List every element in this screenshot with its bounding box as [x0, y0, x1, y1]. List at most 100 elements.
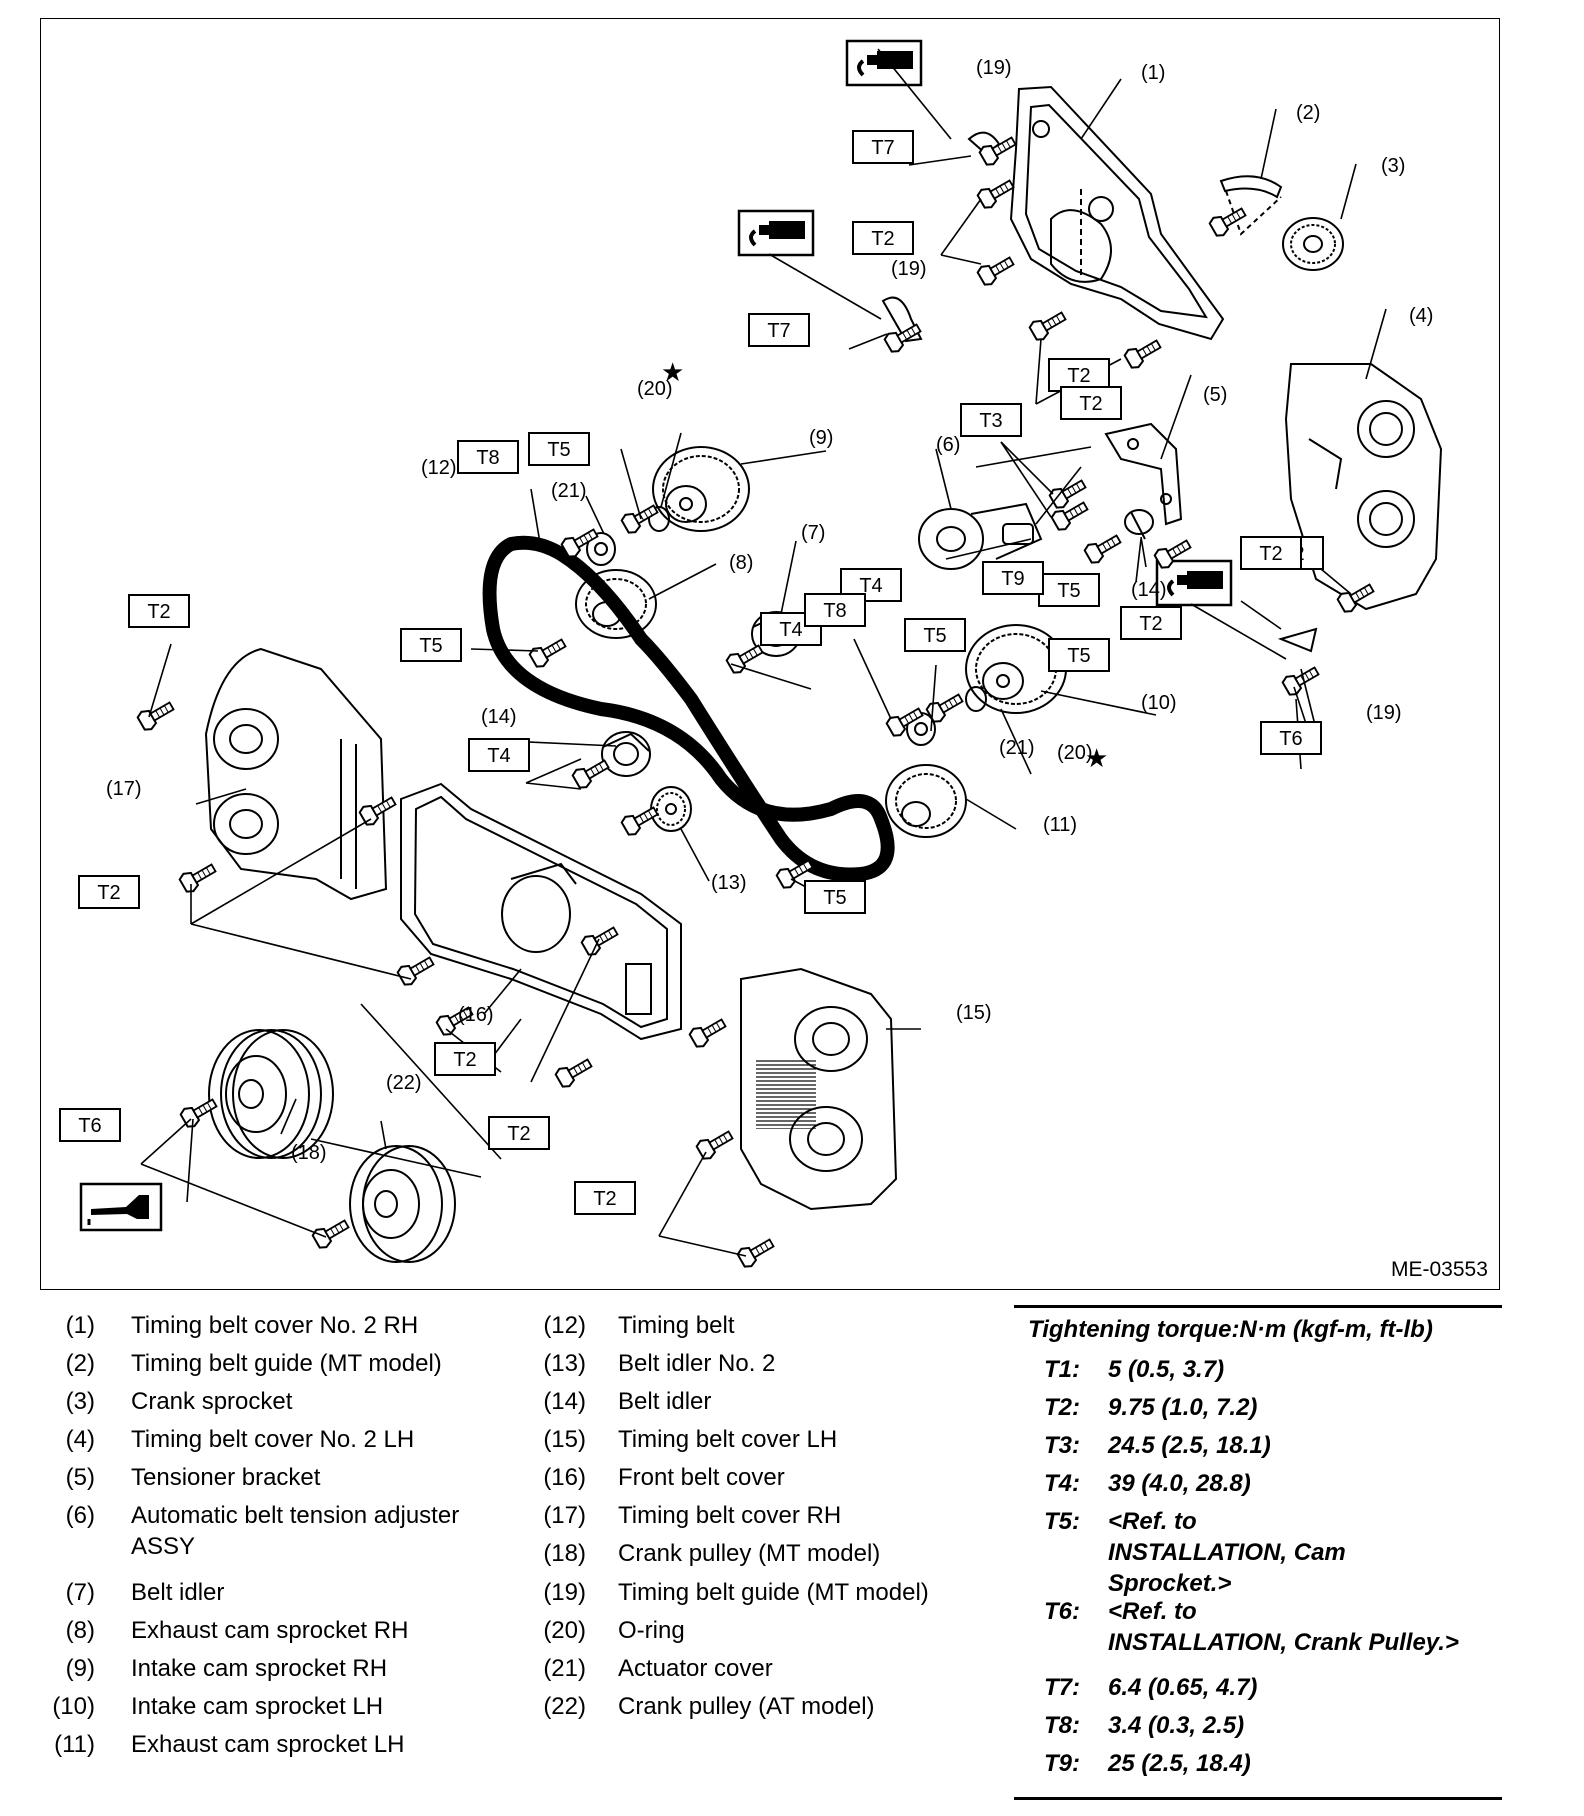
leader-line [1000, 441, 1054, 495]
leader-line [1000, 441, 1052, 518]
torque-code: T2: [1044, 1394, 1080, 1421]
legend-part-name: Timing belt guide (MT model) [618, 1579, 929, 1606]
callouts: (19)(1)(2)(3)(4)(5)(6)(7)(8)(9)(10)(11)(… [106, 57, 1433, 1164]
leader-line [768, 253, 882, 320]
leader-line [530, 488, 542, 550]
torque-code: T4: [1044, 1470, 1080, 1497]
callout-6: (6) [936, 434, 960, 456]
leader-line [1035, 338, 1042, 405]
torque-tag-label: T2 [1139, 613, 1162, 635]
bolt [1048, 479, 1087, 509]
legend-number: (18) [543, 1540, 586, 1567]
callout-14: (14) [1131, 579, 1167, 601]
callout-17: (17) [106, 778, 142, 800]
leader-line [525, 782, 582, 790]
bolt [688, 1018, 727, 1048]
intake-cam-sprocket-rh-9 [652, 446, 750, 532]
legend-part-name: Timing belt cover No. 2 LH [131, 1426, 415, 1453]
bolt [725, 644, 764, 674]
torque-code: T9: [1044, 1750, 1080, 1777]
torque-tag-label: T8 [476, 447, 499, 469]
callout-16: (16) [458, 1004, 494, 1026]
leader-line [1300, 668, 1317, 730]
leader-line [1190, 603, 1287, 660]
torque-tag-t2: T2 [488, 1116, 550, 1150]
legend-number: (13) [543, 1350, 586, 1377]
torque-tag-t5: T5 [904, 618, 966, 652]
tensioner-bracket-5 [1104, 422, 1183, 526]
sealant-icon [1155, 559, 1233, 607]
callout-22: (22) [386, 1072, 422, 1094]
leader-line [877, 48, 952, 140]
torque-tag-label: T6 [78, 1115, 101, 1137]
torque-tag-label: T2 [1067, 365, 1090, 387]
torque-tags: T7T2T2T7T2T2T2T2T2T3T4T5T5T6T5T5T5T4T8T8… [59, 130, 1324, 1215]
leader-line [483, 968, 522, 1015]
legend-part-name: Belt idler No. 2 [618, 1350, 776, 1377]
leader-line [530, 938, 600, 1083]
bolt [978, 136, 1017, 166]
callout-19: (19) [976, 57, 1012, 79]
legend-part-name: Actuator cover [618, 1655, 773, 1682]
leader-line [190, 923, 412, 980]
leader-line [186, 1118, 194, 1203]
legend-part-name: Timing belt cover RH [618, 1502, 842, 1529]
callout-11: (11) [1043, 814, 1077, 836]
exhaust-cam-sprocket-lh-11 [885, 764, 967, 838]
torque-tag-label: T9 [1001, 568, 1024, 590]
torque-tag-t2: T2 [574, 1181, 636, 1215]
torque-tag-label: T2 [147, 601, 170, 623]
legend-number: (15) [543, 1426, 586, 1453]
torque-value: 24.5 (2.5, 18.1) [1108, 1432, 1271, 1459]
leader-line [848, 333, 888, 350]
star-mark: ★ [661, 358, 684, 388]
leader-line [140, 1118, 192, 1165]
legend-number: (5) [65, 1464, 95, 1491]
torque-tag-label: T3 [979, 410, 1002, 432]
callout-7: (7) [801, 522, 825, 544]
legend-number: (1) [65, 1312, 95, 1339]
torque-tag-t4: T4 [840, 568, 902, 602]
bolt [1028, 311, 1067, 341]
timing-belt-12 [482, 535, 895, 882]
bolt [560, 528, 599, 558]
leader-line [140, 1163, 327, 1238]
callout-19: (19) [891, 258, 927, 280]
leader-line [1365, 308, 1387, 380]
crank-pulley-mt-18 [208, 1029, 334, 1159]
leader-line [740, 450, 827, 465]
legend-part-name: Intake cam sprocket LH [131, 1693, 384, 1720]
torque-tag-label: T2 [593, 1188, 616, 1210]
torque-tag-label: T4 [779, 619, 802, 641]
torque-tag-t4: T4 [468, 738, 530, 772]
legend-part-name: Intake cam sprocket RH [131, 1655, 388, 1682]
callout-15: (15) [956, 1002, 992, 1024]
leader-line [680, 828, 710, 882]
leader-line [1080, 78, 1122, 140]
leader-line [470, 648, 539, 652]
bolt [976, 179, 1015, 209]
torque-tag-label: T8 [823, 600, 846, 622]
legend-part-name: Crank pulley (MT model) [618, 1540, 881, 1567]
legend-number: (2) [65, 1350, 95, 1377]
leader-line [585, 495, 605, 535]
leader-line [908, 155, 972, 166]
torque-tag-t2: T2 [128, 594, 190, 628]
legend-part-name: Crank pulley (AT model) [618, 1693, 875, 1720]
bolt [571, 759, 610, 789]
leader-line [1260, 108, 1277, 180]
leader-line [940, 254, 982, 265]
torque-value: 3.4 (0.3, 2.5) [1108, 1712, 1245, 1739]
torque-top-rule [1014, 1305, 1502, 1308]
leader-line [1240, 600, 1282, 630]
bolt [580, 926, 619, 956]
bolt [620, 806, 659, 836]
torque-tag-label: T5 [1067, 645, 1090, 667]
diagram-frame: T7T2T2T7T2T2T2T2T2T3T4T5T5T6T5T5T5T4T8T8… [40, 18, 1500, 1290]
torque-tag-t7: T7 [852, 130, 914, 164]
leader-line [935, 448, 952, 510]
torque-tag-t3: T3 [960, 403, 1022, 437]
torque-value: 6.4 (0.65, 4.7) [1108, 1674, 1258, 1701]
callout-2: (2) [1296, 102, 1320, 124]
torque-tag-label: T5 [419, 635, 442, 657]
